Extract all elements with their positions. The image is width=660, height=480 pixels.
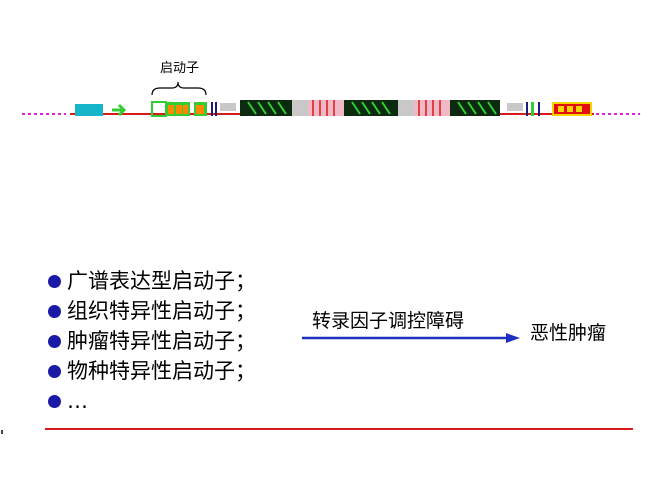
list-item: … (48, 386, 256, 416)
bullet-dot-icon (48, 304, 61, 318)
list-item: 肿瘤特异性启动子； (48, 326, 256, 356)
promoter-type-list: 广谱表达型启动子； 组织特异性启动子； 肿瘤特异性启动子； 物种特异性启动子； … (48, 266, 256, 416)
list-item-text: … (67, 389, 88, 413)
arrow-label: 转录因子调控障碍 (312, 310, 465, 332)
promoter-label: 启动子 (160, 61, 200, 76)
tail-markers (507, 102, 540, 116)
promoter-brace (151, 81, 207, 96)
bullet-dot-icon (48, 394, 61, 408)
exon-intron-blocks (240, 100, 500, 116)
list-item-text: 广谱表达型启动子； (67, 269, 256, 293)
terminator-element (552, 102, 592, 116)
list-item-text: 组织特异性启动子； (67, 299, 256, 323)
list-item-text: 肿瘤特异性启动子； (67, 329, 256, 353)
result-label: 恶性肿瘤 (530, 322, 607, 344)
edge-mark (1, 430, 3, 434)
cyan-element (75, 104, 103, 116)
transcription-start-arrow (112, 103, 127, 117)
bottom-divider (45, 428, 633, 430)
promoter-region (151, 101, 207, 117)
list-item-text: 物种特异性启动子； (67, 359, 256, 383)
bullet-dot-icon (48, 274, 61, 288)
list-item: 物种特异性启动子； (48, 356, 256, 386)
right-arrow-icon (302, 333, 520, 343)
bullet-dot-icon (48, 364, 61, 378)
small-marker-bars (211, 102, 236, 116)
gene-structure-diagram (22, 81, 640, 117)
list-item: 组织特异性启动子； (48, 296, 256, 326)
bullet-dot-icon (48, 334, 61, 348)
list-item: 广谱表达型启动子； (48, 266, 256, 296)
